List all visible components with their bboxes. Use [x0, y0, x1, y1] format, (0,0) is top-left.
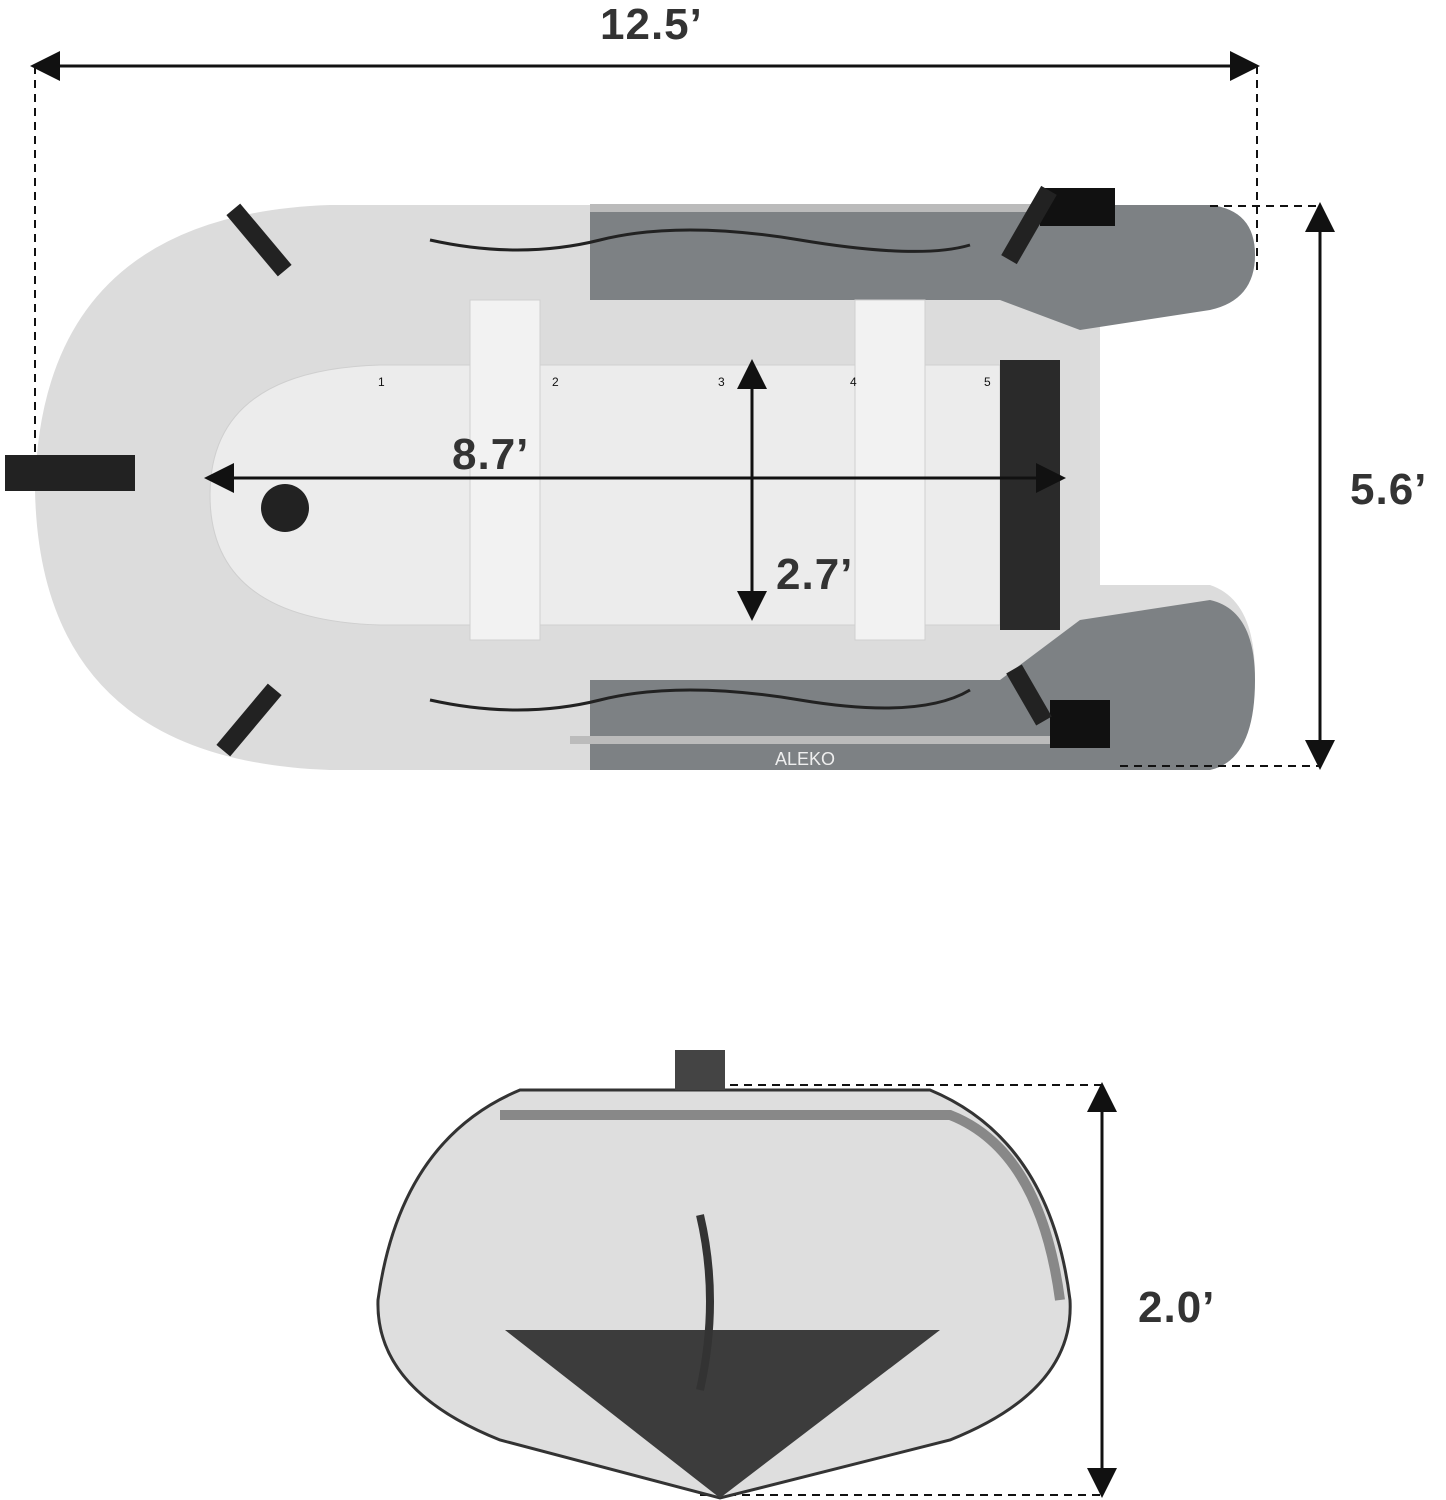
floor-number: 5	[984, 375, 991, 389]
height-label: 2.0’	[1138, 1283, 1216, 1332]
floor-number: 3	[718, 375, 725, 389]
bench-seat-2	[854, 299, 926, 641]
front-tube-stripe	[500, 1110, 1065, 1301]
transom	[1000, 360, 1060, 630]
drain-plug	[261, 484, 309, 532]
boat-top-view: ALEKO 1 2 3 4 5	[5, 185, 1255, 770]
rope-top	[429, 228, 971, 253]
front-hull	[376, 1088, 1072, 1500]
rope-bottom	[429, 688, 971, 712]
bow-cleat	[675, 1050, 725, 1090]
inner-length-label: 8.7’	[452, 430, 530, 479]
hull-tube-dark-top	[590, 205, 1255, 330]
logo: ALEKO	[775, 749, 835, 769]
tow-rope	[696, 1214, 714, 1391]
bow-handle	[5, 455, 135, 491]
front-keel	[505, 1330, 940, 1498]
inner-width-label: 2.7’	[776, 550, 854, 599]
floor-number: 1	[378, 375, 385, 389]
floor-number: 2	[552, 375, 559, 389]
floor-number: 4	[850, 375, 857, 389]
floor-panel-numbers: 1 2 3 4 5	[378, 375, 991, 389]
overall-length-label: 12.5’	[600, 0, 703, 49]
inner-floor	[209, 364, 1001, 626]
rod-holders	[216, 185, 1057, 757]
overall-width-label: 5.6’	[1350, 465, 1428, 514]
dimension-lines	[29, 51, 1335, 1498]
boat-front-view	[376, 1050, 1072, 1500]
oar-blade-bottom	[1050, 700, 1110, 748]
